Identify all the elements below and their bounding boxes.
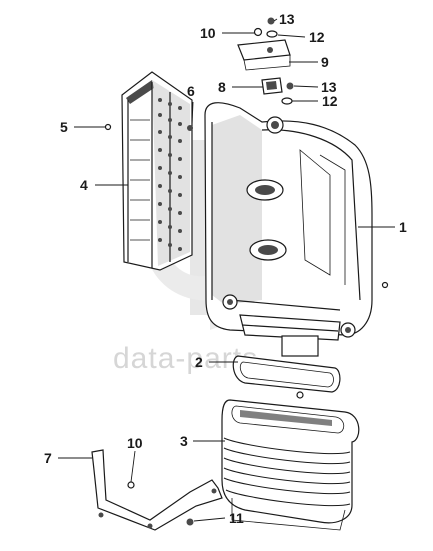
callout-11: 11 — [229, 510, 244, 526]
filter-pleats — [158, 98, 182, 251]
part-11-bolt — [186, 518, 194, 526]
part-7-mounting-bracket — [91, 449, 223, 531]
callout-8: 8 — [218, 79, 226, 95]
part-6-nut — [187, 125, 193, 131]
leader-lines — [58, 18, 395, 522]
filter-ribs — [130, 119, 150, 241]
part-13-nut-right — [286, 82, 294, 90]
callout-10-top: 10 — [200, 25, 216, 41]
fasteners — [104, 17, 389, 399]
callout-9: 9 — [321, 54, 329, 70]
callout-4: 4 — [80, 177, 88, 193]
part-13-nut-top — [267, 17, 275, 25]
callout-7: 7 — [44, 450, 52, 466]
callout-5: 5 — [60, 119, 68, 135]
duct-clamp-screw — [296, 391, 304, 399]
callout-6: 6 — [187, 83, 195, 99]
watermark-brand-text: data-parts — [113, 342, 258, 375]
callout-12-right: 12 — [322, 93, 338, 109]
part-5-screw — [104, 123, 112, 131]
callout-13-top: 13 — [279, 11, 295, 27]
part-2-gasket — [232, 355, 341, 393]
callout-10-bottom: 10 — [127, 435, 143, 451]
part-10-nut-top — [253, 27, 263, 37]
part-12-washer-top — [266, 30, 278, 38]
housing-screw — [381, 281, 389, 289]
part-4-filter-element — [121, 71, 193, 271]
callout-13-right: 13 — [321, 79, 337, 95]
part-3-bellows-duct — [221, 399, 360, 531]
part-12-washer-right — [281, 97, 293, 105]
part-9-bracket — [237, 39, 291, 71]
bellows-ribs — [223, 437, 351, 507]
callout-3: 3 — [180, 433, 188, 449]
part-10-nut-bottom — [127, 481, 135, 489]
part-8-clip — [261, 77, 283, 95]
part-1-air-cleaner-housing — [204, 102, 373, 357]
callout-1: 1 — [399, 219, 407, 235]
callout-12-top: 12 — [309, 29, 325, 45]
callout-2: 2 — [195, 354, 203, 370]
callout-labels: 1 2 3 4 5 6 7 8 9 10 10 11 12 12 13 13 — [44, 11, 407, 526]
